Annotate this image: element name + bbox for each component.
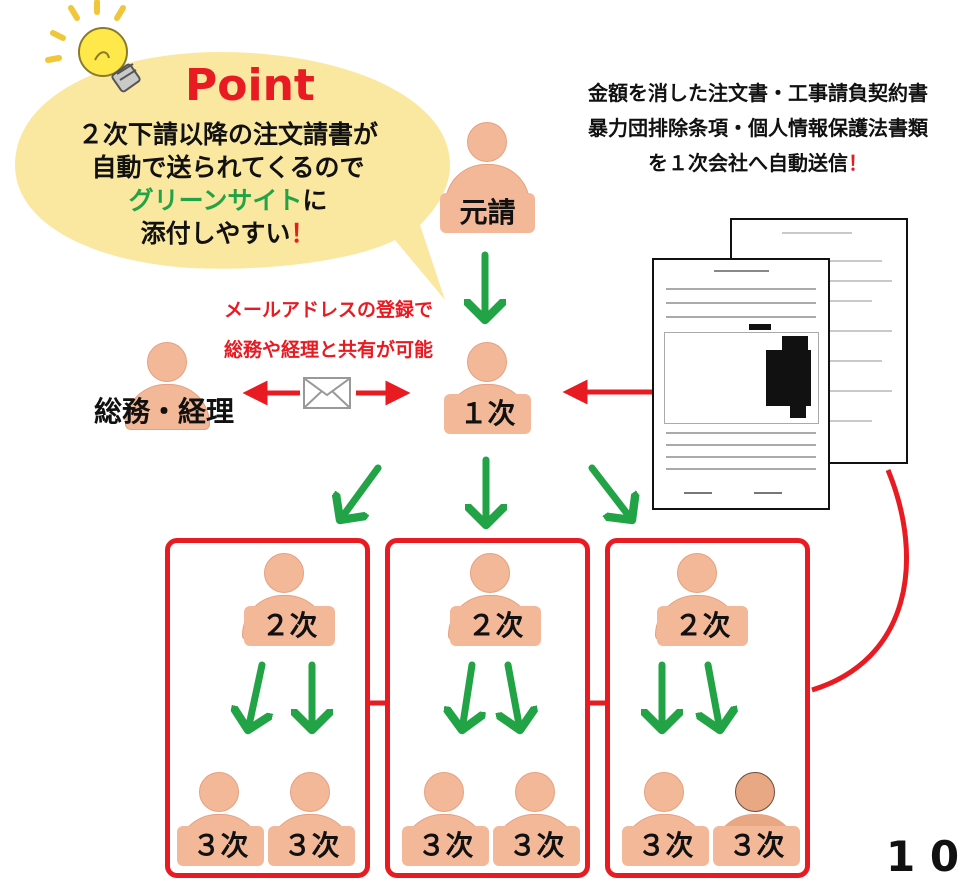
point-line-3-suffix: に — [302, 186, 328, 215]
point-line-3: グリーンサイトに — [28, 184, 428, 217]
arrow-second-2-to-third-4 — [508, 661, 520, 730]
node-moto: 元請 — [440, 193, 535, 233]
auto-send-note: 金額を消した注文書・工事請負契約書 暴力団排除条項・個人情報保護法書類 を１次会… — [548, 76, 968, 181]
auto-send-line-2: 暴力団排除条項・個人情報保護法書類 — [588, 116, 928, 140]
node-third-4: ３次 — [493, 826, 580, 866]
auto-send-line-1: 金額を消した注文書・工事請負契約書 — [588, 81, 928, 105]
node-second-2: ２次 — [450, 606, 541, 646]
node-second-3: ２次 — [657, 606, 748, 646]
mail-envelope-icon — [303, 377, 351, 409]
point-body: ２次下請以降の注文請書が 自動で送られてくるので グリーンサイトに 添付しやすい… — [28, 118, 428, 250]
arrow-second-1-to-third-1 — [248, 661, 262, 730]
node-second-1: ２次 — [244, 606, 335, 646]
node-third-3: ３次 — [402, 826, 489, 866]
arrow-second-3-to-third-6 — [708, 661, 720, 730]
greensite-text: グリーンサイト — [128, 186, 303, 215]
point-line-1: ２次下請以降の注文請書が — [77, 120, 378, 149]
speech-bubble — [15, 52, 450, 300]
person-soumu — [120, 342, 215, 430]
node-third-5: ３次 — [622, 826, 709, 866]
point-line-4-mark: ！ — [290, 219, 316, 248]
mail-note: メールアドレスの登録で 総務や経理と共有が可能 — [196, 290, 461, 370]
doc-connector-curve — [811, 469, 910, 693]
point-title: Point — [185, 60, 315, 111]
auto-send-line-3-mark: ！ — [848, 151, 868, 175]
node-soumu: 総務・経理 — [93, 395, 234, 428]
group-box-1 — [165, 538, 370, 878]
corner-number: 1 0 — [886, 832, 960, 881]
node-third-1: ３次 — [177, 826, 264, 866]
node-third-6: ３次 — [713, 826, 800, 866]
mail-note-line-2: 総務や経理と共有が可能 — [223, 339, 433, 361]
point-line-2: 自動で送られてくるので — [91, 153, 365, 182]
lightbulb-icon — [45, 0, 141, 93]
group-box-2 — [385, 538, 590, 878]
node-third-2: ３次 — [268, 826, 355, 866]
arrow-first-to-second-3 — [588, 464, 632, 520]
arrow-second-2-to-third-3 — [462, 661, 472, 730]
mail-note-line-1: メールアドレスの登録で — [223, 299, 433, 321]
group-box-3 — [605, 538, 810, 878]
point-line-4: 添付しやすい！ — [28, 217, 428, 250]
auto-send-line-3-text: を１次会社へ自動送信 — [648, 151, 848, 175]
document-front — [652, 258, 830, 510]
auto-send-line-3: を１次会社へ自動送信！ — [548, 146, 968, 181]
node-first: １次 — [444, 394, 531, 434]
arrow-first-to-second-1 — [340, 464, 382, 520]
point-line-4-text: 添付しやすい — [140, 219, 291, 248]
